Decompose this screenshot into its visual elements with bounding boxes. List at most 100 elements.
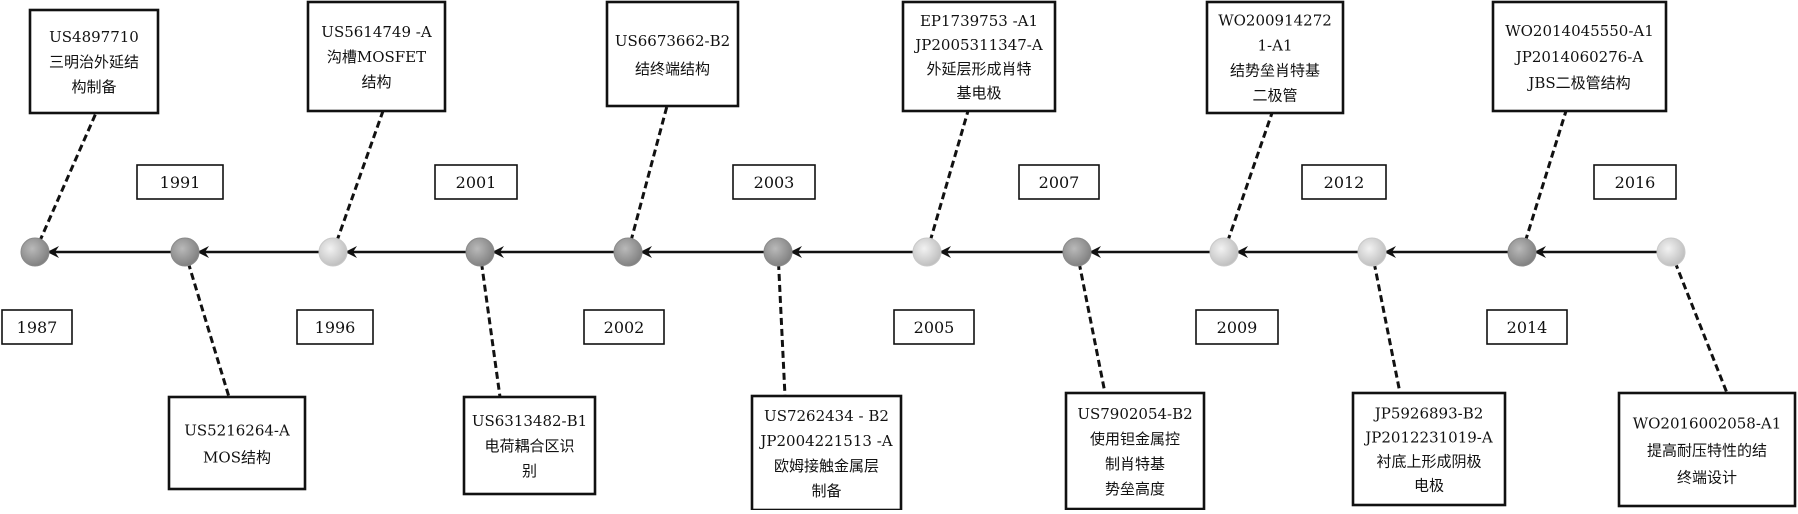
patent-box-line: 别	[522, 462, 537, 480]
patent-box-frame	[1351, 391, 1507, 507]
patent-box-line: US5614749 -A	[321, 23, 432, 41]
connector-2007	[1075, 251, 1107, 394]
year-label-frame	[732, 164, 816, 200]
year-label-text: 2003	[754, 173, 795, 192]
year-label-text: 2005	[914, 318, 955, 337]
year-label-frame	[1, 309, 73, 345]
year-label-text: 2002	[604, 318, 645, 337]
connector-1996	[331, 110, 385, 253]
year-label-text: 1987	[17, 318, 58, 337]
timeline-node-2014	[1507, 237, 1537, 267]
patent-box-line: 势垒高度	[1105, 480, 1165, 498]
patent-box-line: EP1739753 -A1	[920, 12, 1038, 30]
connector-2012	[1370, 251, 1402, 394]
year-label-frame	[1593, 164, 1677, 200]
year-label-frame	[1486, 309, 1568, 345]
patent-box-line: 基电极	[956, 84, 1001, 102]
patent-box-line: 1-A1	[1258, 37, 1293, 55]
patent-box-line: WO2014045550-A1	[1505, 22, 1654, 40]
year-label-2012: 2012	[1301, 164, 1387, 200]
patent-box-line: 电极	[1414, 476, 1444, 494]
connector-2016	[1669, 251, 1729, 394]
year-label-2016: 2016	[1593, 164, 1677, 200]
patent-box-line: WO200914272	[1218, 12, 1332, 30]
patent-box-line: 衬底上形成阴极	[1376, 452, 1481, 470]
connector-1991	[183, 251, 231, 398]
patent-box-frame	[1064, 391, 1206, 511]
year-label-text: 2014	[1507, 318, 1548, 337]
year-label-text: 1996	[315, 318, 356, 337]
patent-box-1991: US5216264-A MOS结构	[167, 395, 307, 491]
connector-2002	[626, 105, 669, 253]
patent-box-frame	[1491, 0, 1668, 113]
year-label-frame	[1018, 164, 1100, 200]
patent-box-line: US7262434 - B2	[764, 407, 889, 425]
patent-box-2002: US6673662-B2 结终端结构	[605, 0, 740, 108]
patent-box-line: 使用钽金属控	[1090, 430, 1180, 448]
year-label-text: 2001	[456, 173, 497, 192]
year-label-2009: 2009	[1195, 309, 1279, 345]
patent-box-line: 结终端结构	[635, 60, 710, 78]
timeline-node-2005	[912, 237, 942, 267]
patent-box-line: 结构	[361, 73, 391, 91]
timeline-node-2002	[613, 237, 643, 267]
connector-1987	[33, 112, 98, 253]
patent-box-line: 欧姆接触金属层	[774, 457, 879, 475]
year-label-2014: 2014	[1486, 309, 1568, 345]
patent-box-frame	[901, 0, 1057, 113]
year-label-frame	[434, 164, 518, 200]
patent-box-line: 沟槽MOSFET	[327, 48, 426, 66]
connector-2001	[478, 251, 502, 398]
year-label-1987: 1987	[1, 309, 73, 345]
patent-box-line: 制肖特基	[1105, 455, 1165, 473]
patent-box-line: WO2016002058-A1	[1633, 414, 1782, 432]
connector-lines	[33, 105, 1729, 398]
year-label-2002: 2002	[583, 309, 665, 345]
year-label-text: 1991	[160, 173, 201, 192]
patent-box-line: 电荷耦合区识	[484, 437, 574, 455]
patent-box-line: 制备	[811, 482, 841, 500]
patent-box-line: US7902054-B2	[1077, 405, 1192, 423]
year-label-1991: 1991	[136, 164, 224, 200]
patent-box-frame	[605, 0, 740, 108]
patent-box-frame	[167, 395, 307, 491]
timeline-node-1987	[20, 237, 50, 267]
timeline-node-1991	[170, 237, 200, 267]
patent-box-line: US6673662-B2	[615, 32, 730, 50]
patent-box-line: US6313482-B1	[472, 412, 587, 430]
connector-2005	[925, 110, 970, 253]
patent-box-frame	[1617, 391, 1797, 508]
connector-2009	[1222, 112, 1274, 253]
patent-box-line: MOS结构	[203, 448, 271, 466]
timeline-node-2016	[1656, 237, 1686, 267]
year-label-text: 2007	[1039, 173, 1080, 192]
timeline-node-2009	[1209, 237, 1239, 267]
timeline-nodes	[20, 237, 1686, 267]
patent-box-line: JP2012231019-A	[1363, 428, 1493, 446]
patent-box-frame	[28, 8, 160, 115]
timeline-node-2003	[763, 237, 793, 267]
patent-box-line: 结势垒肖特基	[1230, 62, 1320, 80]
connector-2003	[776, 251, 787, 397]
timeline-node-2001	[465, 237, 495, 267]
patent-box-line: 提高耐压特性的结	[1647, 441, 1767, 459]
patent-box-line: 二极管	[1252, 87, 1297, 105]
patent-box-line: 构制备	[71, 78, 116, 96]
year-label-2007: 2007	[1018, 164, 1100, 200]
patent-box-line: 三明治外延结	[49, 53, 139, 71]
year-labels: 1987 1991 1996 2001 2002 2003 2005 2007 2009 2012…	[1, 164, 1677, 345]
timeline-node-1996	[318, 237, 348, 267]
year-label-text: 2016	[1615, 173, 1656, 192]
year-label-text: 2009	[1217, 318, 1258, 337]
patent-box-line: US5216264-A	[184, 421, 290, 439]
year-label-text: 2012	[1324, 173, 1365, 192]
